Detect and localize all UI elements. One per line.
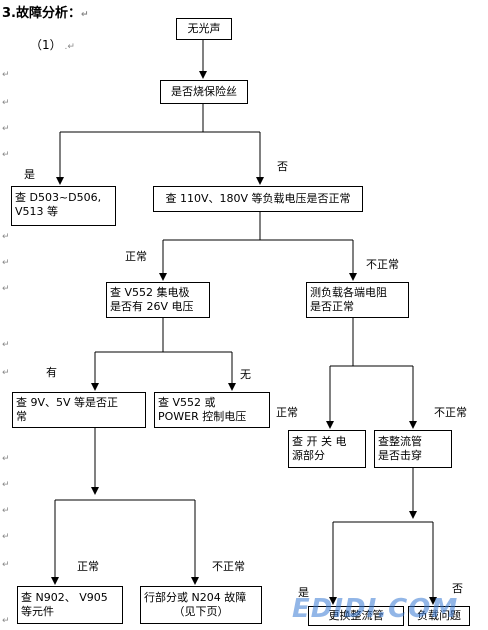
box-text: 是否烧保险丝: [171, 85, 237, 98]
box-text: 负载问题: [417, 609, 461, 622]
box-text: 更换整流管: [328, 609, 384, 622]
box-text-line2: POWER 控制电压: [158, 410, 247, 423]
box-text: 无光声: [187, 22, 221, 35]
paragraph-mark: ↵: [2, 368, 10, 378]
paragraph-mark: ↵: [2, 340, 10, 350]
box-v552-collector-check: 查 V552 集电极 是否有 26V 电压: [106, 282, 210, 318]
box-load-voltage-check: 查 110V、180V 等负载电压是否正常: [153, 186, 363, 212]
section-heading-text: 3.故障分析：: [2, 6, 81, 21]
subsection-number-text: （1）: [30, 38, 62, 52]
box-text-line1: 查 V552 或: [158, 396, 216, 409]
box-text-line2: 等元件: [21, 605, 54, 618]
branch-label-yes: 是: [298, 586, 309, 599]
box-text-line2: 是否有 26V 电压: [110, 300, 194, 313]
box-check-d503-d506: 查 D503~D506, V513 等: [11, 186, 116, 226]
branch-label-normal: 正常: [77, 560, 99, 573]
branch-label-abnormal: 不正常: [212, 560, 245, 573]
box-text-line1: 行部分或 N204 故障: [144, 591, 247, 604]
paragraph-mark: ↵: [67, 42, 75, 52]
paragraph-mark: ↵: [2, 232, 10, 242]
box-text-line1: 查 9V、5V 等是否正: [16, 396, 119, 409]
branch-label-normal: 正常: [276, 406, 298, 419]
paragraph-mark: ↵: [80, 10, 89, 20]
box-v552-power-control-check: 查 V552 或 POWER 控制电压: [154, 392, 270, 428]
section-heading: 3.故障分析：↵: [2, 2, 89, 21]
branch-label-have: 有: [46, 366, 57, 379]
paragraph-mark: ↵: [2, 454, 10, 464]
watermark-logo: EDIDI.COM: [292, 594, 459, 624]
box-text-line1: 查 D503~D506,: [15, 191, 102, 204]
branch-label-abnormal: 不正常: [434, 406, 467, 419]
branch-label-yes: 是: [24, 168, 35, 181]
box-text-line1: 查 开 关 电: [292, 435, 347, 448]
box-text-line2: 常: [16, 410, 27, 423]
branch-label-no: 否: [277, 160, 288, 173]
box-horizontal-or-n204-fault: 行部分或 N204 故障 （见下页）: [140, 586, 262, 624]
box-9v-5v-check: 查 9V、5V 等是否正 常: [12, 392, 146, 428]
box-text-line1: 查 V552 集电极: [110, 286, 190, 299]
branch-label-abnormal: 不正常: [366, 258, 399, 271]
paragraph-mark: ↵: [2, 124, 10, 134]
box-text-line2: 源部分: [292, 449, 325, 462]
box-text-line1: 测负载各端电阻: [310, 286, 387, 299]
branch-label-normal: 正常: [125, 250, 147, 263]
box-fuse-blown-check: 是否烧保险丝: [160, 80, 248, 104]
branch-label-none: 无: [240, 368, 251, 381]
paragraph-mark: ↵: [2, 70, 10, 80]
box-replace-rectifier: 更换整流管: [308, 606, 404, 626]
paragraph-mark: ↵: [2, 480, 10, 490]
paragraph-mark: ↵: [2, 560, 10, 570]
box-text-line2: 是否击穿: [378, 449, 422, 462]
paragraph-mark: ↵: [2, 506, 10, 516]
box-text-line1: 查整流管: [378, 435, 422, 448]
box-text-line2: 是否正常: [310, 300, 354, 313]
branch-label-no: 否: [452, 582, 463, 595]
subsection-number: （1） .↵: [30, 38, 75, 52]
box-no-picture-no-sound: 无光声: [176, 18, 232, 40]
paragraph-mark: ↵: [2, 532, 10, 542]
box-text: 查 110V、180V 等负载电压是否正常: [165, 192, 351, 205]
box-text-line2: （见下页）: [173, 605, 229, 618]
paragraph-mark: ↵: [2, 98, 10, 108]
box-rectifier-breakdown-check: 查整流管 是否击穿: [374, 430, 452, 468]
box-load-problem: 负载问题: [408, 606, 470, 626]
paragraph-mark: ↵: [2, 616, 10, 626]
paragraph-mark: ↵: [2, 258, 10, 268]
box-text-line1: 查 N902、 V905: [21, 591, 108, 604]
paragraph-mark: ↵: [2, 284, 10, 294]
box-switching-power-check: 查 开 关 电 源部分: [288, 430, 366, 468]
box-n902-v905-check: 查 N902、 V905 等元件: [17, 586, 123, 624]
box-load-resistance-check: 测负载各端电阻 是否正常: [306, 282, 409, 318]
paragraph-mark: ↵: [2, 150, 10, 160]
box-text-line2: V513 等: [15, 205, 59, 218]
